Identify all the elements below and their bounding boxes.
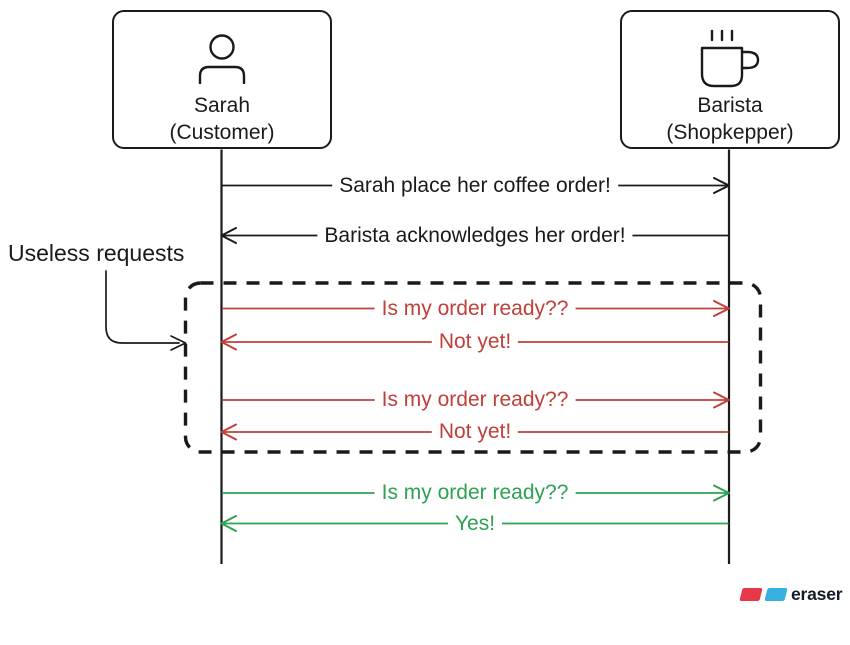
coffee-cup-icon (699, 26, 761, 92)
annotation-useless-requests: Useless requests (8, 240, 185, 266)
message-label: Sarah place her coffee order! (332, 174, 618, 198)
eraser-logo-blue-shape-icon (764, 587, 788, 601)
message-label: Is my order ready?? (374, 296, 576, 321)
actor-name: Sarah (193, 94, 251, 117)
actor-role: (Shopkepper) (666, 121, 794, 144)
arrowhead-right-icon (713, 391, 730, 409)
annotation-connector-line (105, 270, 180, 344)
actor-name: Barista (697, 94, 763, 117)
arrowhead-right-icon (713, 177, 730, 194)
actor-node-barista: Barista (Shopkepper) (620, 10, 840, 149)
eraser-logo-red-shape-icon (739, 587, 763, 601)
person-icon (198, 26, 246, 92)
message-label: Is my order ready?? (374, 481, 576, 505)
eraser-logo-text: eraser (791, 583, 843, 604)
message-label: Yes! (447, 511, 503, 536)
message-label: Is my order ready?? (374, 388, 576, 412)
arrowhead-left-icon (220, 423, 237, 441)
useless-requests-group-box (183, 281, 763, 454)
message-label: Not yet! (431, 330, 519, 354)
message-label: Not yet! (431, 420, 519, 444)
actor-role: (Customer) (169, 121, 275, 144)
arrowhead-right-icon (713, 300, 730, 317)
actor-node-sarah: Sarah (Customer) (112, 10, 332, 149)
annotation-connector-arrowhead-icon (170, 335, 187, 351)
arrowhead-left-icon (220, 227, 237, 244)
arrowhead-left-icon (220, 515, 237, 532)
arrowhead-right-icon (713, 484, 730, 502)
message-label: Barista acknowledges her order! (317, 224, 633, 248)
eraser-logo[interactable]: eraser (739, 583, 843, 605)
arrowhead-left-icon (220, 333, 237, 351)
